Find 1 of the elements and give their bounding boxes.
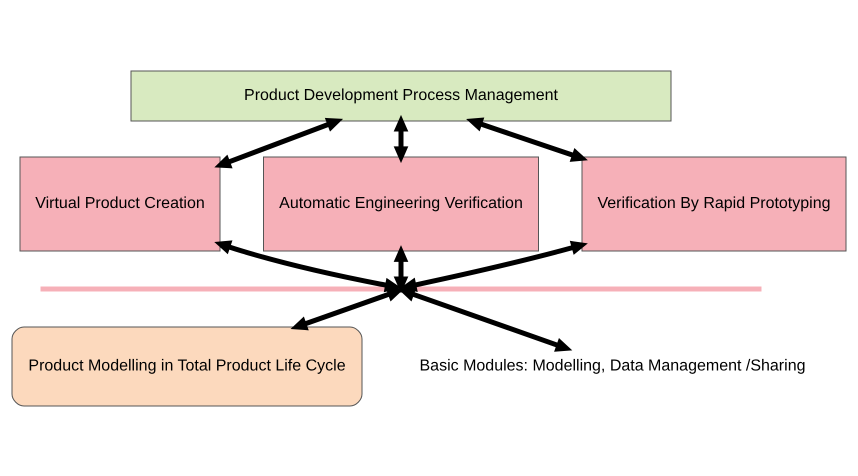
- node-text: Basic Modules: Modelling, Data Management /Sharing: [420, 356, 806, 374]
